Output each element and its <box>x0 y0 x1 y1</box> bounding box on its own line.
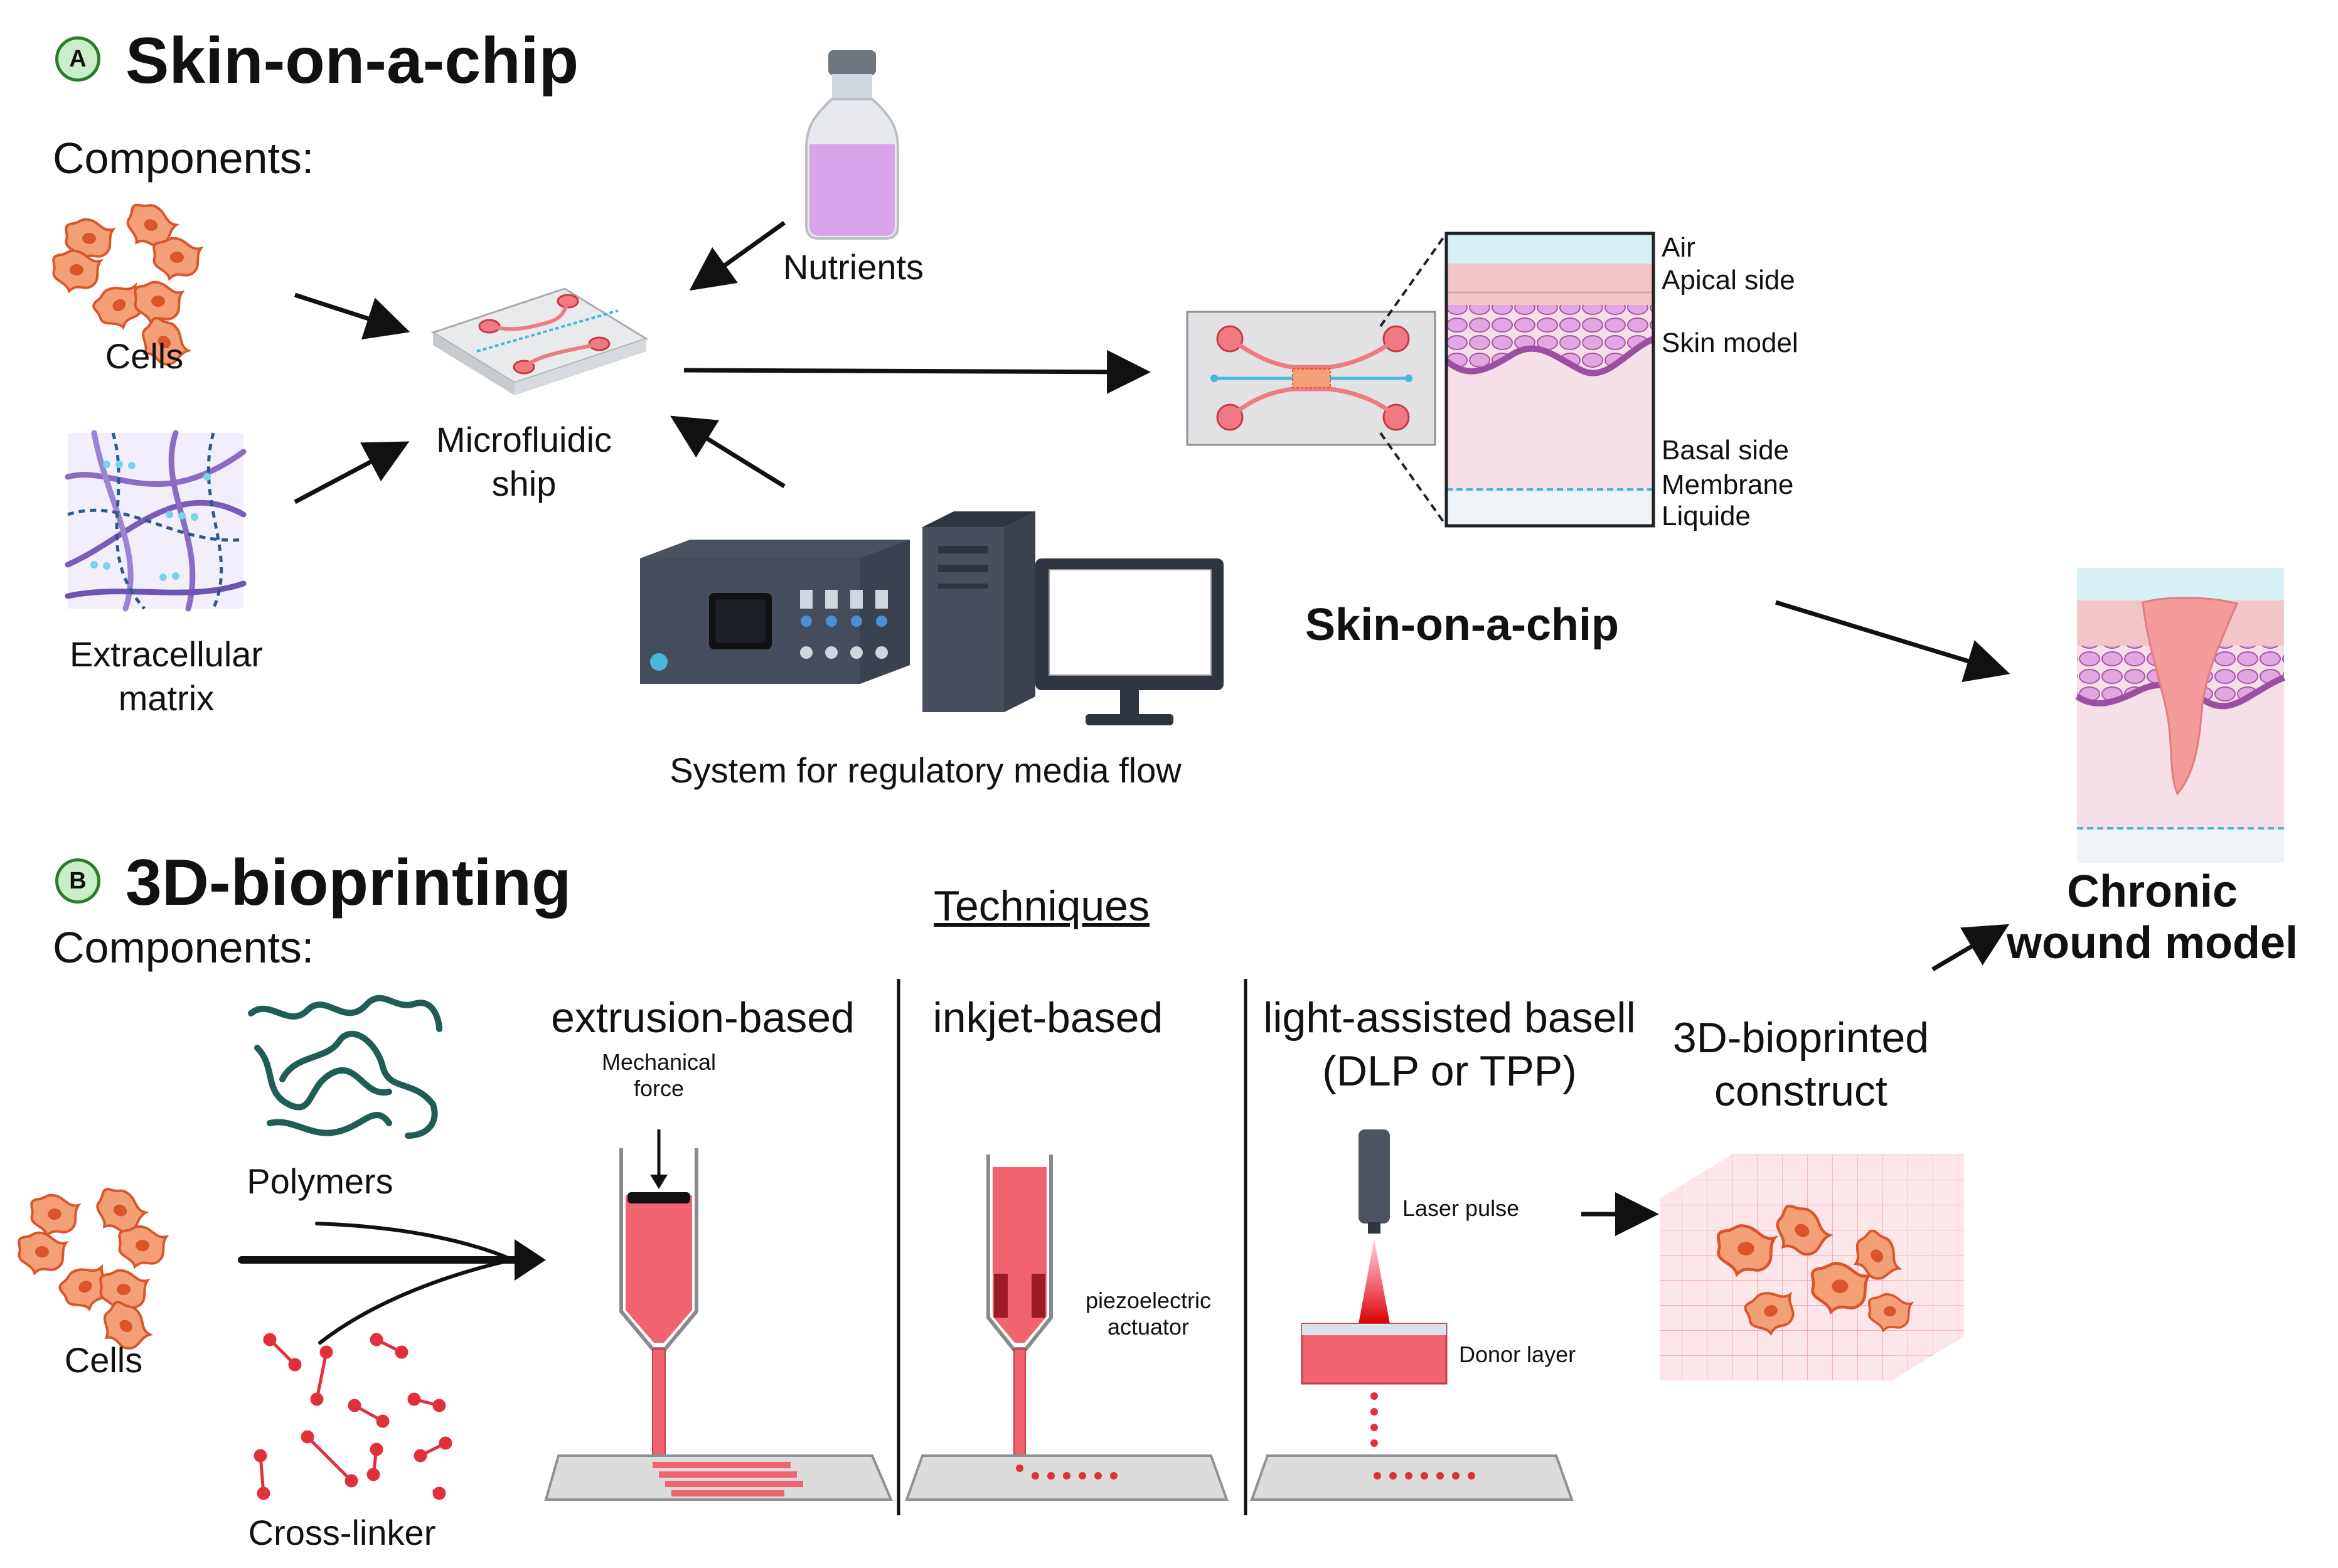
converging-arrow <box>238 1222 518 1345</box>
flow-pump-device-icon <box>640 540 910 684</box>
section-b-components-label: Components: <box>53 923 314 972</box>
ecm-label-line2: matrix <box>118 678 215 718</box>
construct-label-line1: 3D-bioprinted <box>1672 1014 1930 1062</box>
skin-on-chip-device-icon <box>1186 311 1436 446</box>
zoom-line-bottom <box>1379 432 1448 527</box>
laser-printer-icon <box>1250 1129 1574 1501</box>
layer-air-label: Air <box>1662 232 1695 263</box>
inkjet-syringe-icon <box>905 1155 1229 1501</box>
cells-a-label: Cells <box>105 336 184 376</box>
technique-inkjet-label: inkjet-based <box>932 994 1163 1042</box>
arrow-nutrients-to-chip <box>689 221 786 291</box>
techniques-heading: Techniques <box>933 882 1150 930</box>
crosslinker-icon <box>254 1333 452 1500</box>
laser-pulse-label: Laser pulse <box>1402 1195 1520 1221</box>
computer-tower-icon <box>922 511 1035 712</box>
technique-light-label-line1: light-assisted basell <box>1263 994 1636 1042</box>
chip-label-line2: ship <box>491 464 557 503</box>
layer-liquide-label: Liquide <box>1662 501 1751 531</box>
flow-system-label: System for regulatory media flow <box>670 750 1182 790</box>
layer-basal-label: Basal side <box>1662 435 1790 466</box>
section-b-badge: B <box>55 858 100 904</box>
chronic-wound-model-icon <box>2075 568 2285 863</box>
mechanical-force-line1: Mechanical <box>601 1049 717 1075</box>
arrow-flow-to-chip <box>670 415 786 488</box>
section-a-badge: A <box>55 36 100 82</box>
section-a-components-label: Components: <box>53 134 314 183</box>
extracellular-matrix-icon <box>65 430 247 612</box>
section-b-title: 3D-bioprinting <box>125 846 572 919</box>
chronic-wound-label-line2: wound model <box>2007 918 2298 968</box>
crosslinker-label: Cross-linker <box>248 1513 436 1552</box>
arrow-chip-to-skin-on-chip <box>683 349 1151 394</box>
piezo-label-line2: actuator <box>1107 1314 1190 1340</box>
converging-arrow-head <box>515 1239 546 1281</box>
chronic-wound-label-line1: Chronic <box>2066 867 2238 917</box>
section-a-title: Skin-on-a-chip <box>125 24 579 97</box>
cells-b-label: Cells <box>64 1340 143 1380</box>
zoom-line-top <box>1379 232 1448 328</box>
piezo-label-line1: piezoelectric <box>1085 1288 1212 1313</box>
construct-label-line2: construct <box>1714 1067 1887 1115</box>
cells-cluster-b-icon <box>18 1182 168 1359</box>
layer-skin-model-label: Skin model <box>1662 328 1798 358</box>
nutrients-bottle-icon <box>805 50 899 240</box>
skin-layers-cross-section <box>1444 232 1655 528</box>
technique-light-label-line2: (DLP or TPP) <box>1322 1047 1577 1095</box>
technique-extrusion-label: extrusion-based <box>551 994 855 1042</box>
extrusion-syringe-icon <box>544 1129 894 1501</box>
microfluidic-chip-icon <box>430 287 649 395</box>
polymers-icon <box>248 995 442 1139</box>
mechanical-force-line2: force <box>633 1075 685 1101</box>
arrow-construct-to-chronic-wound <box>1931 924 2010 972</box>
skin-on-chip-result-label: Skin-on-a-chip <box>1305 600 1619 650</box>
monitor-icon <box>1035 558 1224 725</box>
layer-apical-label: Apical side <box>1662 265 1795 296</box>
arrow-to-chronic-wound <box>1775 600 2010 683</box>
arrow-cells-to-chip <box>294 292 410 340</box>
ecm-label-line1: Extracellular <box>69 634 264 674</box>
donor-layer-label: Donor layer <box>1459 1341 1576 1367</box>
nutrients-label: Nutrients <box>782 247 924 287</box>
chip-label-line1: Microfluidic <box>435 420 612 459</box>
polymers-label: Polymers <box>247 1161 393 1201</box>
bioprinted-construct-icon <box>1660 1155 1964 1380</box>
layer-membrane-label: Membrane <box>1662 469 1794 500</box>
arrow-ecm-to-chip <box>294 441 410 504</box>
